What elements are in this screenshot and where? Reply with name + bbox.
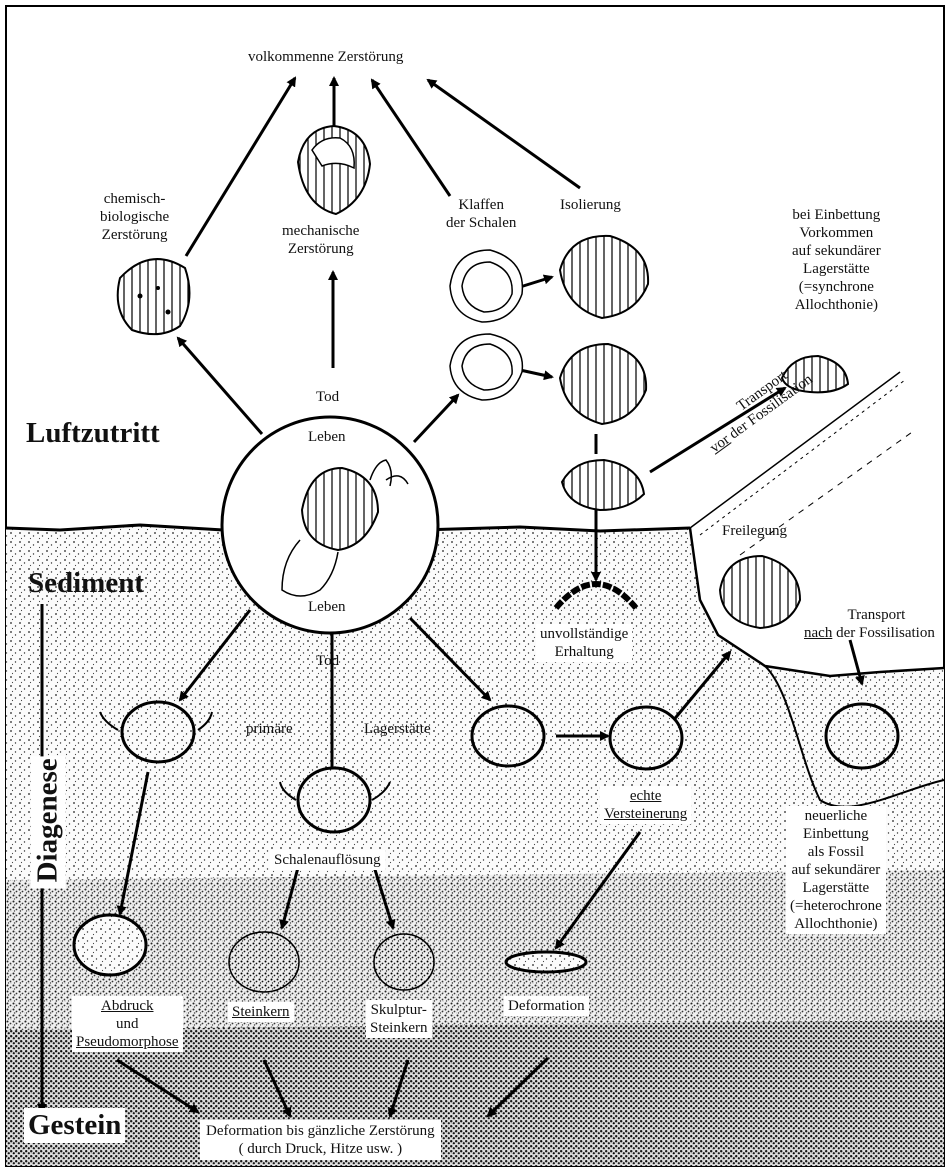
label-deposit: Lagerstätte bbox=[364, 721, 431, 737]
shell-isolated-1 bbox=[558, 234, 650, 320]
label-chem-bio: chemisch- biologische Zerstörung bbox=[100, 191, 170, 243]
transport-after-rest: der Fossilisation bbox=[832, 625, 935, 641]
label-and: und bbox=[116, 1016, 139, 1032]
label-life-bottom: Leben bbox=[308, 599, 346, 615]
label-exposure: Freilegung bbox=[722, 523, 787, 539]
label-life-top: Leben bbox=[308, 429, 346, 445]
label-true-petrifaction: echte Versteinerung bbox=[600, 786, 692, 824]
ring-3 bbox=[470, 704, 546, 768]
label-transport-after: Transport nach der Fossilisation bbox=[804, 606, 935, 642]
deformed-shell bbox=[504, 950, 588, 974]
label-shell-dissolution: Schalenauflösung bbox=[270, 850, 385, 870]
label-steinkern: Steinkern bbox=[228, 1002, 294, 1022]
shell-transported bbox=[780, 354, 850, 394]
transport-after-nach: nach bbox=[804, 625, 833, 641]
zone-air: Luftzutritt bbox=[26, 417, 160, 449]
shell-living bbox=[300, 466, 380, 552]
label-death-top: Tod bbox=[316, 389, 340, 405]
label-pseudomorph: Pseudomorphose bbox=[76, 1034, 179, 1050]
label-final-1: Deformation bis gänzliche Zerstörung bbox=[206, 1123, 435, 1139]
rings bbox=[72, 700, 900, 977]
label-deformation: Deformation bbox=[504, 996, 589, 1016]
sculpture-steinkern bbox=[373, 933, 435, 991]
incomplete-arc bbox=[553, 581, 639, 610]
steinkern bbox=[228, 931, 300, 993]
shell-exposed bbox=[718, 554, 802, 630]
label-final: Deformation bis gänzliche Zerstörung ( d… bbox=[200, 1120, 441, 1160]
shell-isolated-3 bbox=[560, 458, 646, 512]
shells-gaping bbox=[449, 249, 524, 401]
transport-after-line1: Transport bbox=[847, 607, 906, 623]
transport-after-line2: nach der Fossilisation bbox=[804, 624, 935, 642]
transport-slope bbox=[689, 371, 901, 529]
label-mechanical: mechanische Zerstörung bbox=[282, 223, 360, 257]
shell-mechanical bbox=[296, 124, 372, 216]
label-final-2: ( durch Druck, Hitze usw. ) bbox=[238, 1141, 403, 1157]
label-reembedding: neuerliche Einbettung als Fossil auf sek… bbox=[786, 806, 886, 934]
label-imprint-group: Abdruck und Pseudomorphose bbox=[72, 996, 183, 1052]
ring-1 bbox=[120, 700, 196, 764]
zone-rock: Gestein bbox=[24, 1108, 126, 1143]
ring-imprint bbox=[72, 913, 148, 977]
label-allochthony-sync: bei Einbettung Vorkommen auf sekundärer … bbox=[792, 207, 881, 313]
zone-sediment: Sediment bbox=[28, 567, 144, 599]
ring-4 bbox=[608, 705, 684, 771]
label-sculpture-steinkern: Skulptur- Steinkern bbox=[366, 1000, 432, 1038]
ring-2 bbox=[296, 766, 372, 834]
label-imprint: Abdruck bbox=[101, 998, 154, 1014]
label-incomplete: unvollständige Erhaltung bbox=[536, 624, 633, 662]
label-top-destruction: volkommenne Zerstörung bbox=[248, 49, 404, 65]
label-primary: primäre bbox=[246, 721, 293, 737]
ring-5 bbox=[824, 702, 900, 770]
label-gaping: Klaffen der Schalen bbox=[446, 197, 517, 231]
zone-diagenesis: Diagenese bbox=[30, 756, 66, 889]
label-death-bottom: Tod bbox=[316, 653, 340, 669]
label-isolation: Isolierung bbox=[560, 197, 621, 213]
shell-chem-bio bbox=[116, 258, 191, 336]
channel bbox=[764, 665, 945, 808]
shell-isolated-2 bbox=[558, 342, 648, 426]
arrows bbox=[37, 76, 865, 1118]
